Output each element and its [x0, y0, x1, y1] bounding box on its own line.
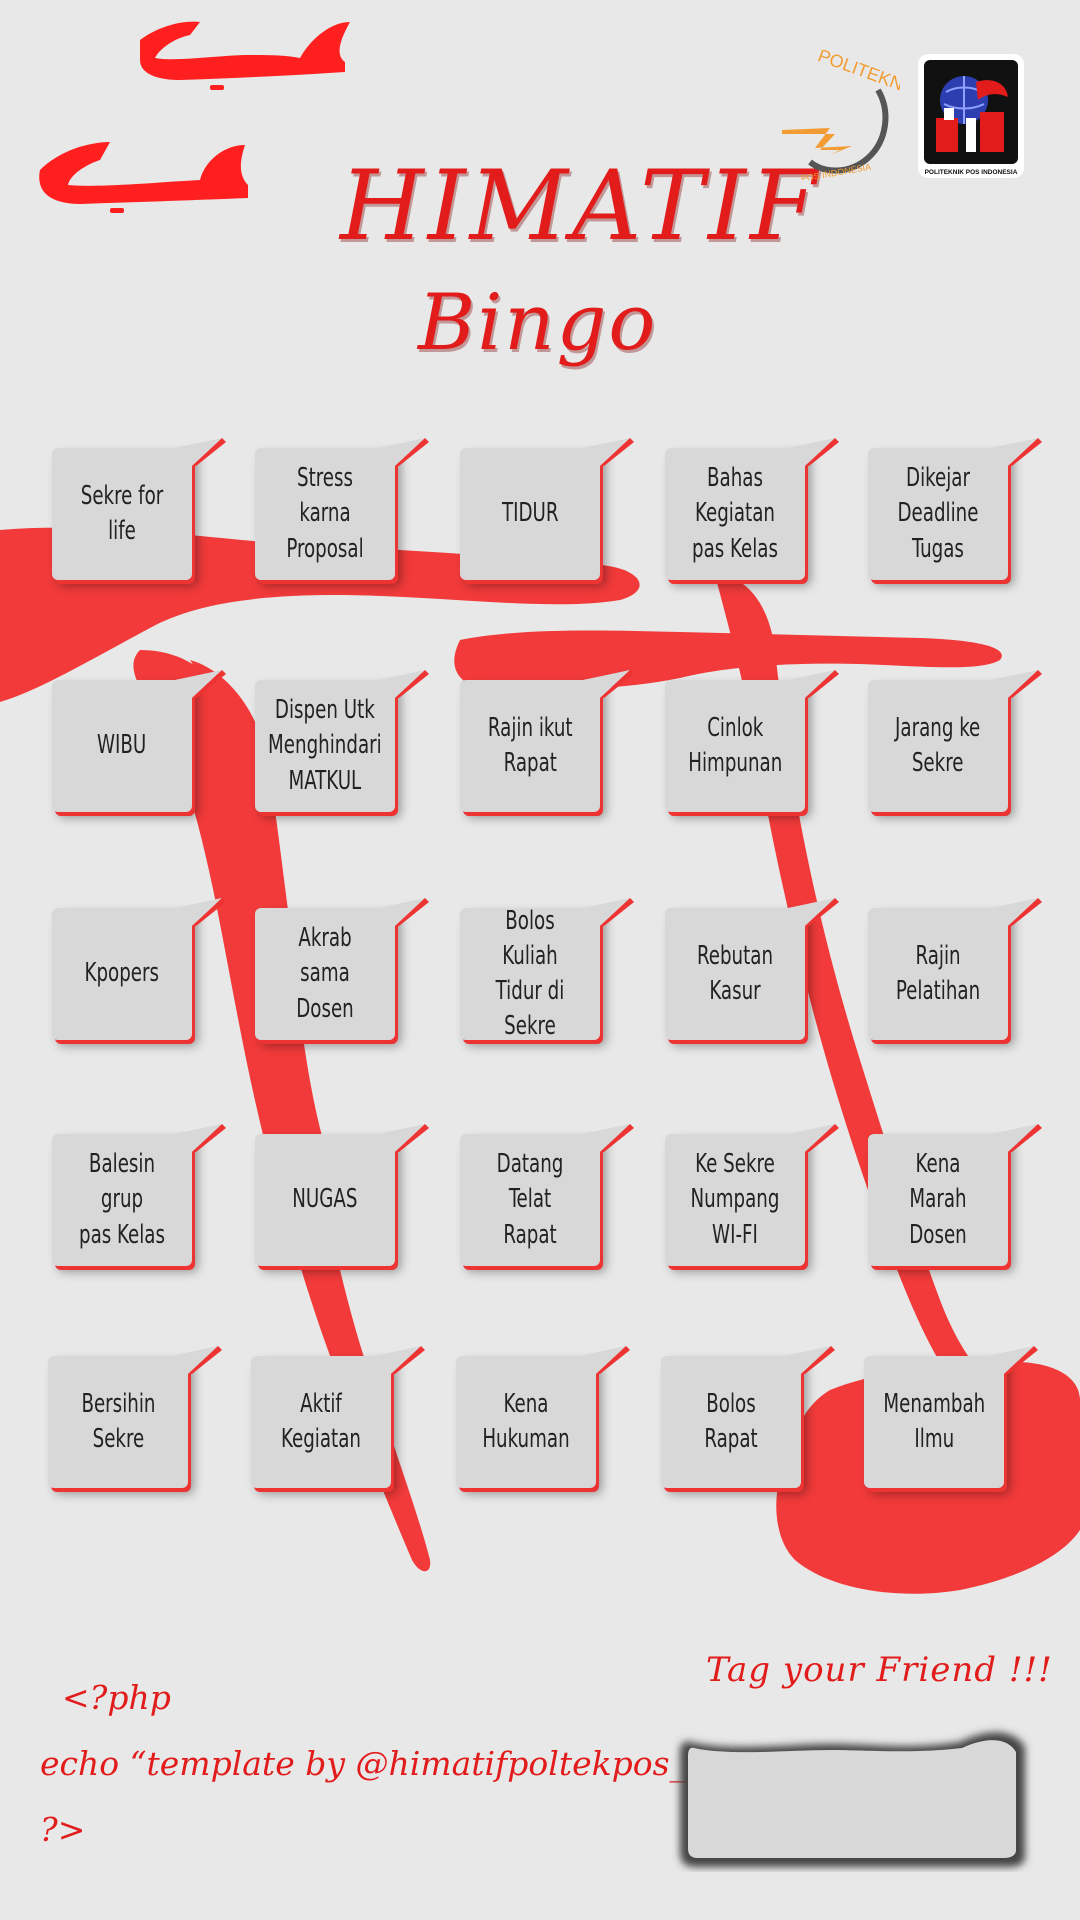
bingo-cell[interactable]: Dispen Utk Menghindari MATKUL — [255, 670, 429, 812]
bingo-cell-label: Bolos Kuliah Tidur di Sekre — [495, 905, 565, 1042]
bingo-cell-label: Bersihin Sekre — [80, 1388, 156, 1454]
cell-corner-flap-icon — [156, 438, 226, 466]
bingo-cell[interactable]: Kena Marah Dosen — [868, 1124, 1042, 1266]
bingo-cell-label: Jarang ke Sekre — [895, 712, 981, 778]
bingo-cell[interactable]: Menambah Ilmu — [864, 1346, 1038, 1488]
bingo-cell-label: Aktif Kegiatan — [281, 1388, 361, 1454]
bingo-cell[interactable]: Cinlok Himpunan — [665, 670, 839, 812]
cell-corner-flap-icon — [359, 898, 429, 926]
cell-corner-flap-icon — [156, 670, 226, 698]
cell-corner-flap-icon — [359, 670, 429, 698]
bingo-cell[interactable]: Stress karna Proposal — [255, 438, 429, 580]
php-credit: <?php echo “template by @himatifpoltekpo… — [40, 1665, 714, 1863]
cell-corner-flap-icon — [769, 898, 839, 926]
tag-friend-label: Tag your Friend !!! — [706, 1650, 1053, 1690]
bingo-cell-label: Stress karna Proposal — [286, 463, 364, 564]
bingo-cell-label: Kpopers — [84, 958, 160, 989]
bingo-cell[interactable]: Dikejar Deadline Tugas — [868, 438, 1042, 580]
bingo-cell-label: Balesin grup pas Kelas — [78, 1149, 165, 1250]
php-open-tag: <?php — [62, 1678, 171, 1717]
cell-corner-flap-icon — [156, 1124, 226, 1152]
bingo-cell-label: Rajin ikut Rapat — [487, 712, 573, 778]
bingo-cell-label: Akrab sama Dosen — [296, 923, 354, 1024]
bingo-cell-label: Bolos Rapat — [704, 1388, 758, 1454]
cell-corner-flap-icon — [972, 1124, 1042, 1152]
cell-corner-flap-icon — [564, 438, 634, 466]
bingo-cell-label: Datang Telat Rapat — [496, 1149, 564, 1250]
politeknik-pos-logo: POLITEKNIK POS INDONESIA — [782, 50, 900, 180]
bingo-cell[interactable]: Bersihin Sekre — [48, 1346, 222, 1488]
bingo-cell[interactable]: Datang Telat Rapat — [460, 1124, 634, 1266]
title-bingo: Bingo — [418, 278, 658, 368]
cell-corner-flap-icon — [972, 898, 1042, 926]
tag-friend-box[interactable] — [670, 1722, 1040, 1872]
cell-corner-flap-icon — [355, 1346, 425, 1374]
bingo-cell-label: Menambah Ilmu — [883, 1388, 985, 1454]
bingo-cell-label: Kena Marah Dosen — [909, 1149, 967, 1250]
bingo-cell-label: Cinlok Himpunan — [687, 712, 783, 778]
cell-corner-flap-icon — [968, 1346, 1038, 1374]
bingo-cell[interactable]: Kena Hukuman — [456, 1346, 630, 1488]
bingo-cell-label: Kena Hukuman — [482, 1388, 570, 1454]
bingo-cell[interactable]: Kpopers — [52, 898, 226, 1040]
bingo-cell-label: Sekre for life — [80, 480, 164, 546]
cell-corner-flap-icon — [765, 1346, 835, 1374]
cell-corner-flap-icon — [972, 438, 1042, 466]
bingo-cell[interactable]: TIDUR — [460, 438, 634, 580]
cell-corner-flap-icon — [769, 1124, 839, 1152]
bingo-cell-label: Ke Sekre Numpang WI-FI — [690, 1149, 780, 1250]
php-close-tag: ?> — [40, 1810, 86, 1849]
cell-corner-flap-icon — [156, 898, 226, 926]
bingo-cell[interactable]: Aktif Kegiatan — [251, 1346, 425, 1488]
bingo-cell[interactable]: Balesin grup pas Kelas — [52, 1124, 226, 1266]
bingo-cell-label: Rebutan Kasur — [696, 940, 774, 1006]
cell-corner-flap-icon — [564, 898, 634, 926]
bingo-cell[interactable]: Rebutan Kasur — [665, 898, 839, 1040]
bingo-cell[interactable]: Bahas Kegiatan pas Kelas — [665, 438, 839, 580]
bingo-cell-label: TIDUR — [501, 498, 559, 529]
title-himatif: HIMATIF — [340, 150, 821, 262]
cell-corner-flap-icon — [564, 670, 634, 698]
cell-corner-flap-icon — [769, 438, 839, 466]
bingo-cell[interactable]: Akrab sama Dosen — [255, 898, 429, 1040]
bingo-cell-label: WIBU — [97, 730, 147, 761]
himatif-emblem-text: POLITEKNIK POS INDONESIA — [925, 169, 1018, 176]
bingo-cell[interactable]: Sekre for life — [52, 438, 226, 580]
cell-corner-flap-icon — [560, 1346, 630, 1374]
bingo-cell-label: NUGAS — [292, 1184, 358, 1215]
cell-corner-flap-icon — [564, 1124, 634, 1152]
cell-corner-flap-icon — [359, 1124, 429, 1152]
bingo-cell-label: Rajin Pelatihan — [895, 940, 981, 1006]
bingo-cell[interactable]: Bolos Rapat — [661, 1346, 835, 1488]
bingo-cell[interactable]: Jarang ke Sekre — [868, 670, 1042, 812]
bingo-cell-label: Dispen Utk Menghindari MATKUL — [268, 695, 382, 796]
cell-corner-flap-icon — [972, 670, 1042, 698]
bingo-cell-label: Dikejar Deadline Tugas — [897, 463, 979, 564]
bingo-cell[interactable]: WIBU — [52, 670, 226, 812]
cell-corner-flap-icon — [769, 670, 839, 698]
php-echo-line: echo “template by @himatifpoltekpos_”; — [40, 1744, 715, 1783]
cell-corner-flap-icon — [359, 438, 429, 466]
cell-corner-flap-icon — [152, 1346, 222, 1374]
bingo-cell[interactable]: Rajin ikut Rapat — [460, 670, 634, 812]
bingo-cell[interactable]: NUGAS — [255, 1124, 429, 1266]
himatif-emblem-logo: POLITEKNIK POS INDONESIA — [918, 54, 1024, 178]
bingo-cell[interactable]: Ke Sekre Numpang WI-FI — [665, 1124, 839, 1266]
bingo-cell-label: Bahas Kegiatan pas Kelas — [691, 463, 778, 564]
bingo-cell[interactable]: Rajin Pelatihan — [868, 898, 1042, 1040]
politeknik-text-top: POLITEKNIK — [815, 50, 900, 100]
bingo-cell[interactable]: Bolos Kuliah Tidur di Sekre — [460, 898, 634, 1041]
